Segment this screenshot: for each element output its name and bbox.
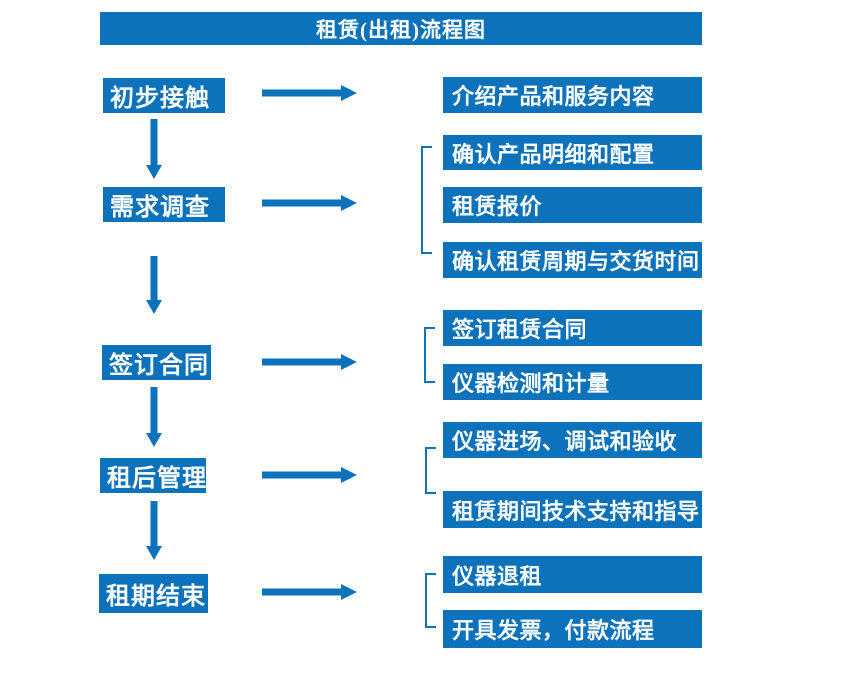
down-arrow-3 xyxy=(145,387,163,447)
right-arrow-head-icon xyxy=(341,85,357,101)
detail-box-invoice-payment: 开具发票，付款流程 xyxy=(443,610,702,648)
stage-box-contract-signing: 签订合同 xyxy=(102,345,211,380)
detail-box-tech-support: 租赁期间技术支持和指导 xyxy=(443,491,702,528)
right-arrow-shaft xyxy=(262,89,342,97)
down-arrow-head-icon xyxy=(146,300,162,314)
down-arrow-shaft xyxy=(150,119,158,166)
down-arrow-1 xyxy=(145,119,163,179)
stage-box-initial-contact: 初步接触 xyxy=(103,78,225,113)
detail-box-intro-products: 介绍产品和服务内容 xyxy=(443,77,702,113)
right-arrow-5 xyxy=(262,584,357,600)
stage-box-demand-survey: 需求调查 xyxy=(103,187,225,222)
down-arrow-shaft xyxy=(150,256,158,301)
group-bracket-demand-survey xyxy=(421,146,432,254)
detail-box-instrument-setup-acceptance: 仪器进场、调试和验收 xyxy=(443,422,702,458)
detail-box-rental-quote: 租赁报价 xyxy=(443,187,702,223)
right-arrow-head-icon xyxy=(341,354,357,370)
group-bracket-post-lease xyxy=(425,447,436,494)
right-arrow-head-icon xyxy=(341,195,357,211)
right-arrow-shaft xyxy=(262,471,342,479)
detail-box-instrument-return: 仪器退租 xyxy=(443,556,702,593)
stage-box-lease-end: 租期结束 xyxy=(99,574,208,613)
down-arrow-2 xyxy=(145,256,163,314)
right-arrow-4 xyxy=(262,467,357,483)
right-arrow-head-icon xyxy=(341,467,357,483)
right-arrow-3 xyxy=(262,354,357,370)
right-arrow-shaft xyxy=(262,199,342,207)
flowchart-title: 租赁(出租)流程图 xyxy=(100,12,702,45)
group-bracket-contract-signing xyxy=(424,327,435,383)
down-arrow-4 xyxy=(145,501,163,560)
right-arrow-1 xyxy=(262,85,357,101)
stage-box-post-lease-management: 租后管理 xyxy=(100,458,206,493)
down-arrow-head-icon xyxy=(146,433,162,447)
down-arrow-shaft xyxy=(150,501,158,547)
down-arrow-head-icon xyxy=(146,546,162,560)
group-bracket-lease-end xyxy=(425,573,436,628)
right-arrow-head-icon xyxy=(341,584,357,600)
down-arrow-shaft xyxy=(150,387,158,434)
detail-box-confirm-lease-term-delivery: 确认租赁周期与交货时间 xyxy=(443,242,702,278)
detail-box-sign-lease-contract: 签订租赁合同 xyxy=(443,310,702,346)
right-arrow-shaft xyxy=(262,588,342,596)
detail-box-instrument-inspection: 仪器检测和计量 xyxy=(443,364,702,400)
detail-box-confirm-product-details: 确认产品明细和配置 xyxy=(443,135,702,170)
right-arrow-shaft xyxy=(262,358,342,366)
down-arrow-head-icon xyxy=(146,165,162,179)
right-arrow-2 xyxy=(262,195,357,211)
